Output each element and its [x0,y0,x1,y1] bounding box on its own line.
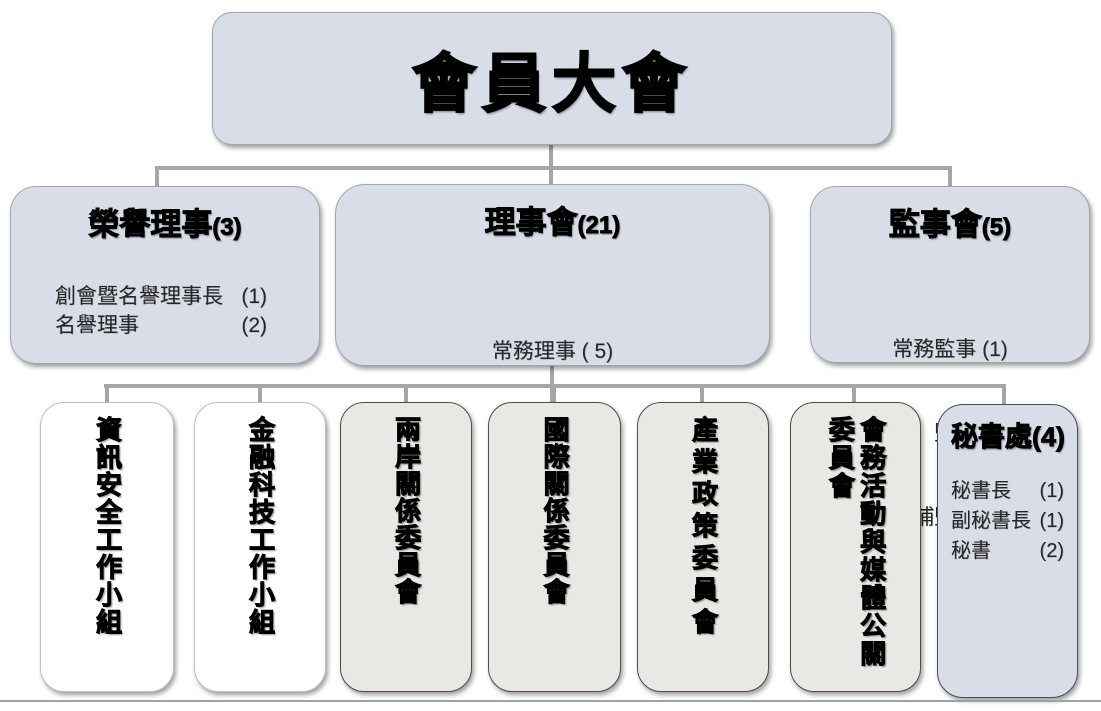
member-line: 常務理事 ( 5) [491,340,614,363]
node-fintech-workgroup-label: 金融科技工作小組 [245,416,276,637]
connector-stub-supervisors [948,166,952,188]
connector-stub-fintech [258,384,262,406]
node-media-pr-committee: 會務活動與媒體公關委員會 [790,402,921,692]
member-line: 常務監事 (1) [892,338,1008,361]
connector-stub-industry [700,384,704,406]
node-fintech-workgroup: 金融科技工作小組 [194,402,326,692]
node-international-committee: 國際關係委員會 [488,402,621,692]
node-crossstrait-committee: 兩岸關係委員會 [340,402,472,692]
member-count: (1) [1039,510,1064,532]
node-media-pr-committee-label: 會務活動與媒體公關委員會 [825,416,887,669]
node-industry-policy-committee: 產業政策委員會 [637,402,769,692]
title-text: 秘書處 [951,422,1033,453]
member-label: 創會暨名譽理事長 [55,285,223,308]
title-count: (5) [981,214,1012,242]
connector-directors-vertical [550,360,554,406]
connector-stub-secretariat [1002,384,1006,406]
connector-stub-crossstrait [404,384,408,406]
title-count: (21) [577,212,621,240]
title-count: (4) [1032,422,1066,453]
member-row: 秘書長 (1) [951,476,1064,506]
node-board-of-supervisors-title: 監事會(5) [811,199,1089,244]
honorary-member-list: 創會暨名譽理事長 (1) 名譽理事 (2) [55,282,267,340]
connector-level2-horizontal [155,166,952,170]
node-general-assembly-title: 會員大會 [411,47,692,121]
connector-root-vertical [549,140,553,186]
node-international-committee-label: 國際關係委員會 [540,416,571,606]
node-infosec-workgroup: 資訊安全工作小組 [40,402,174,692]
node-honorary-directors-title: 榮譽理事(3) [11,199,319,244]
node-secretariat: 秘書處(4) 秘書長 (1) 副秘書長 (1) 秘書 (2) [937,404,1078,698]
title-count: (3) [212,214,242,242]
member-row: 秘書 (2) [951,536,1064,566]
member-count: (2) [1039,540,1064,562]
node-board-of-supervisors: 監事會(5) 常務監事 (1) 監事 (4) 候補監事 (1) [810,186,1090,529]
title-text: 監事會 [888,207,982,243]
connector-stub-international [552,384,556,406]
member-label: 秘書 [951,540,991,562]
node-industry-policy-committee-label: 產業政策委員會 [688,416,719,641]
member-count: (1) [241,285,267,308]
member-count: (1) [1039,480,1064,502]
member-row: 名譽理事 (2) [55,311,267,340]
node-board-of-directors-title: 理事會(21) [336,197,769,242]
node-general-assembly: 會員大會 [212,12,892,145]
title-text: 理事會 [484,205,578,241]
node-honorary-directors: 榮譽理事(3) 創會暨名譽理事長 (1) 名譽理事 (2) [10,186,320,364]
member-label: 副秘書長 [951,510,1031,532]
member-count: (2) [241,314,267,337]
title-text: 榮譽理事 [88,207,213,243]
page-bottom-divider [0,700,1101,702]
secretariat-member-list: 秘書長 (1) 副秘書長 (1) 秘書 (2) [951,476,1064,566]
connector-stub-media [852,384,856,406]
member-label: 名譽理事 [55,314,139,337]
member-label: 秘書長 [951,480,1011,502]
node-infosec-workgroup-label: 資訊安全工作小組 [92,416,123,637]
member-row: 創會暨名譽理事長 (1) [55,282,267,311]
node-crossstrait-committee-label: 兩岸關係委員會 [391,416,422,606]
connector-stub-infosec [105,384,109,406]
node-board-of-directors: 理事會(21) 常務理事 ( 5) 理事 (16) 候補理事 ( 1) [335,184,770,531]
connector-stub-honorary [155,166,159,188]
node-secretariat-title: 秘書處(4) [951,415,1077,454]
member-row: 副秘書長 (1) [951,506,1064,536]
